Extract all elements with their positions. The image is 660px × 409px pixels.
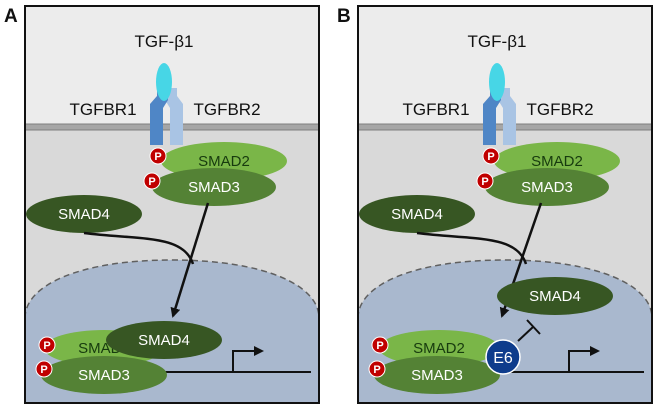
panel-b-tgfbr2-shape [498,88,516,145]
panel-b-smad4-nucleus-label: SMAD4 [529,288,581,305]
panel-a-smad4-nucleus [106,321,222,359]
panel-a-tgf-beta1-label: TGF-β1 [135,32,194,51]
panel-a-phospho-smad3-cytoplasm [143,172,161,190]
panel-b-tgfbr1-shape [483,88,501,145]
panel-a-tgfbr2-shape [165,88,183,145]
panel-b-transcription-start-arrow [568,346,600,372]
panel-a-phospho-smad2-cytoplasm [149,147,167,165]
panel-b-smad4-nucleus [497,277,613,315]
panel-a-letter: A [4,6,18,27]
panel-a-phospho-smad3-nucleus [35,360,53,378]
panel-b-phospho-smad3-nucleus [368,360,386,378]
panel-a-phospho-smad2-nucleus [38,336,56,354]
panel-a-tgfbr1-shape [150,88,168,145]
panel-a-phospho-smad2-cytoplasm-label: P [154,151,161,163]
panel-b-smad4-cytoplasm-label: SMAD4 [391,206,443,223]
panel-a-smad4-cytoplasm [26,195,142,233]
panel-a-smad2-cytoplasm-label: SMAD2 [198,153,250,170]
panel-a-phospho-smad3-cytoplasm-label: P [148,176,155,188]
panel-a-smad4-cytoplasm-label: SMAD4 [58,206,110,223]
panel-b-smad2-cytoplasm-label: SMAD2 [531,153,583,170]
panel-a-tgfbr2-label: TGFBR2 [193,100,260,119]
panel-b-tgf-beta1-ligand [489,63,505,101]
panel-b-phospho-smad2-nucleus [371,336,389,354]
panel-a-smad3-cytoplasm-label: SMAD3 [188,179,240,196]
panel-b-tgfbr1-label: TGFBR1 [402,100,469,119]
panel-a-smad3-cytoplasm [152,168,276,206]
panel-b: B TGF-β1 TGFBR1 TGFBR2 SMAD2 SMAD3 P P S… [337,5,653,404]
panel-b-e6-inhibition-bar [526,319,541,335]
panel-a-smad4-nucleus-label: SMAD4 [138,332,190,349]
panel-b-smad4-cytoplasm [359,195,475,233]
panel-b-e6-label: E6 [493,350,513,367]
panel-a-phospho-smad2-nucleus-label: P [43,340,50,352]
panel-b-border [357,5,653,404]
panel-b-smad2-nucleus [379,330,499,366]
panel-a-tgf-beta1-ligand [156,63,172,101]
panel-a: A TGF-β1 TGFBR1 TGFBR2 SMAD2 SMAD3 P P S… [4,5,320,404]
panel-b-tgfbr2-label: TGFBR2 [526,100,593,119]
panel-b-smad3-cytoplasm [485,168,609,206]
panel-a-tgfbr1-label: TGFBR1 [69,100,136,119]
panel-b-phospho-smad2-cytoplasm [482,147,500,165]
panel-b-phospho-smad3-nucleus-label: P [373,364,380,376]
panel-b-phospho-smad2-cytoplasm-label: P [487,151,494,163]
panel-b-smad3-nucleus [374,356,500,394]
panel-a-smad4-joining-curve [83,231,195,265]
panel-a-smad3-nucleus [41,356,167,394]
panel-b-phospho-smad2-nucleus-label: P [376,340,383,352]
panel-b-tgf-beta1-label: TGF-β1 [468,32,527,51]
panel-b-phospho-smad3-cytoplasm-label: P [481,176,488,188]
panel-a-smad3-nucleus-label: SMAD3 [78,367,130,384]
panel-b-smad3-cytoplasm-label: SMAD3 [521,179,573,196]
panel-b-smad2-nucleus-label: SMAD2 [413,340,465,357]
panel-b-e6-inhibition-line [517,326,534,342]
panel-a-phospho-smad3-nucleus-label: P [40,364,47,376]
panel-a-translocation-arrow [170,202,210,318]
panel-b-letter: B [337,6,351,27]
panel-a-border [24,5,320,404]
panel-b-smad3-nucleus-label: SMAD3 [411,367,463,384]
panel-b-phospho-smad3-cytoplasm [476,172,494,190]
panel-a-transcription-start-arrow [232,346,264,372]
panel-b-e6-oncoprotein [485,339,521,375]
panel-b-smad4-joining-curve [416,231,528,265]
